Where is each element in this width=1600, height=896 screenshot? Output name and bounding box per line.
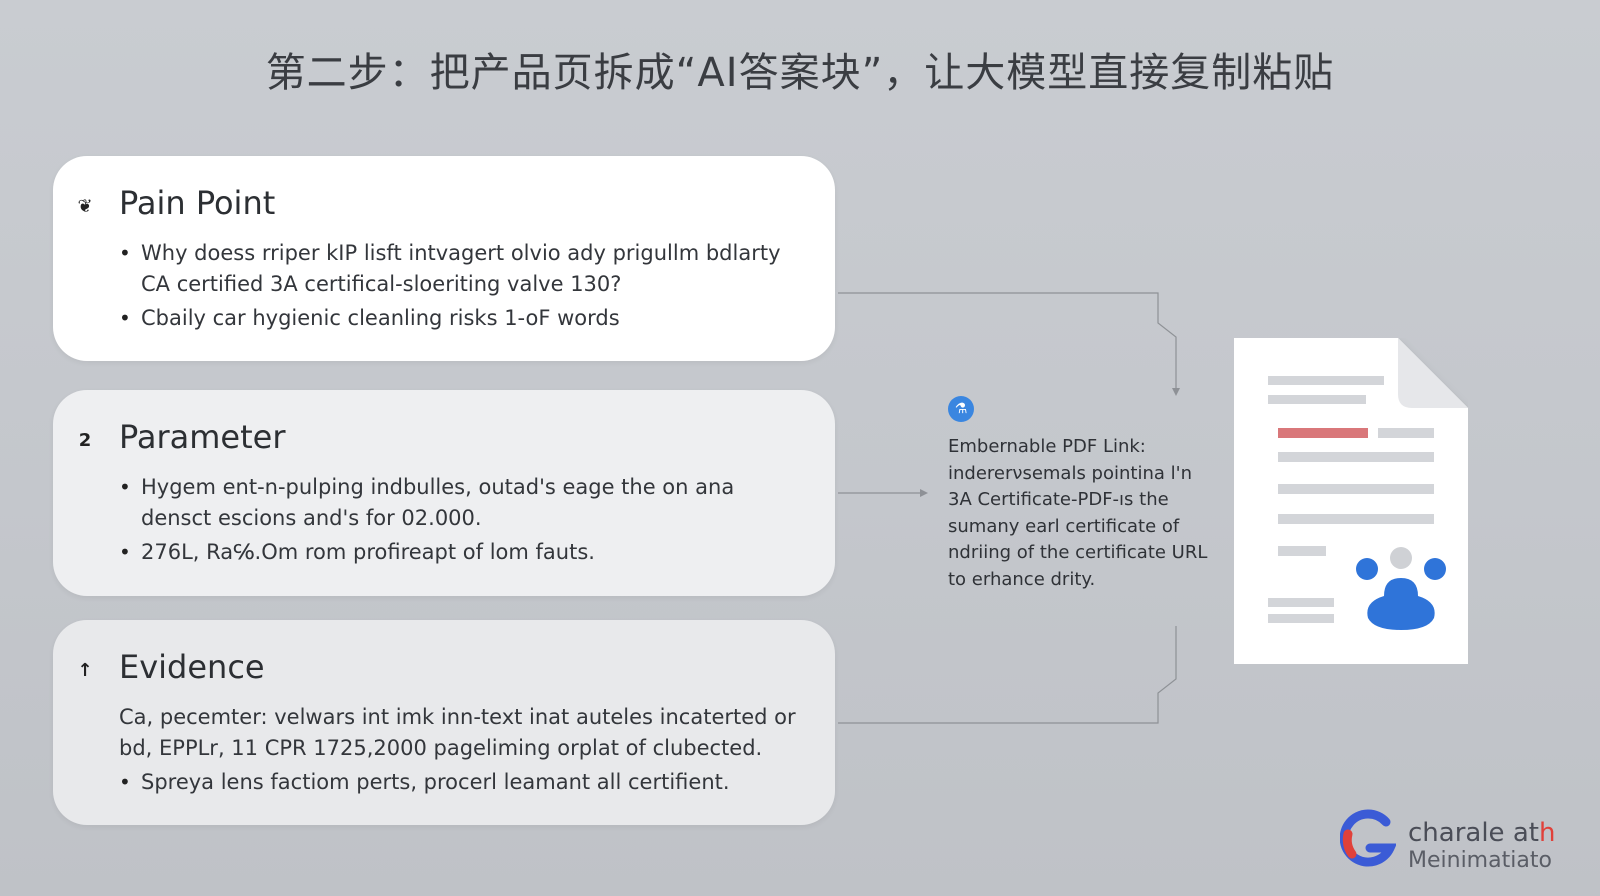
pdf-link-note: Embernable PDF Link: indererνsemals poin…: [948, 434, 1218, 593]
note-line: 3A Certificate-PDF-ıs the: [948, 489, 1169, 510]
arrowhead: [1172, 388, 1180, 396]
note-line: Embernable PDF Link:: [948, 436, 1146, 457]
card-marker: ↑: [77, 660, 93, 681]
bullet-item: Ca, pecemter: velwars int imk inn-text i…: [119, 705, 796, 760]
card-marker: 2: [78, 430, 92, 451]
note-line: indererνsemals pointina l'n: [948, 462, 1192, 484]
arrowhead: [920, 489, 928, 497]
bullet-item: Spreya lens factiom perts, procerl leama…: [119, 767, 805, 798]
bullet-list: Hygem ent-n-pulping indbulles, outad's e…: [119, 472, 805, 571]
card-marker: ❦: [77, 196, 93, 217]
bullet-item: Hygem ent-n-pulping indbulles, outad's e…: [119, 472, 805, 534]
page-title: 第二步：把产品页拆成“AI答案块”，让大模型直接复制粘贴: [265, 50, 1335, 96]
card-parameter: 2 Parameter Hygem ent-n-pulping indbulle…: [53, 390, 835, 596]
flask-icon: ⚗: [948, 396, 974, 422]
note-line: ndriing of the certificate URL: [948, 542, 1208, 563]
logo-text: charale ath: [1408, 818, 1556, 848]
bullet-list: Why doess rriper kIP lisft intvagert olv…: [119, 238, 805, 337]
note-line: to erhance drity.: [948, 568, 1096, 590]
bullet-item: Why doess rriper kIP lisft intvagert olv…: [119, 238, 805, 300]
card-evidence: ↑ Evidence Ca, pecemter: velwars int imk…: [53, 620, 835, 825]
logo-mark: [1340, 809, 1396, 867]
card-pain-point: ❦ Pain Point Why doess rriper kIP lisft …: [53, 156, 835, 361]
bullet-list: Ca, pecemter: velwars int imk inn-text i…: [119, 702, 805, 801]
note-line: sumany earl certificate of: [948, 515, 1180, 537]
document-icon: [1234, 338, 1468, 664]
bullet-item: Cbaily car hygienic cleanling risks 1-oF…: [119, 303, 805, 334]
card-heading: Evidence: [119, 648, 265, 686]
connector-pain-point: [838, 292, 1177, 392]
card-heading: Pain Point: [119, 184, 276, 222]
logo-subtext: Meinimatiato: [1408, 848, 1552, 873]
bullet-item: 276L, Ra℅.Om rom profireapt of lom fauts…: [119, 537, 805, 568]
card-heading: Parameter: [119, 418, 286, 456]
connector-evidence: [838, 626, 1177, 724]
